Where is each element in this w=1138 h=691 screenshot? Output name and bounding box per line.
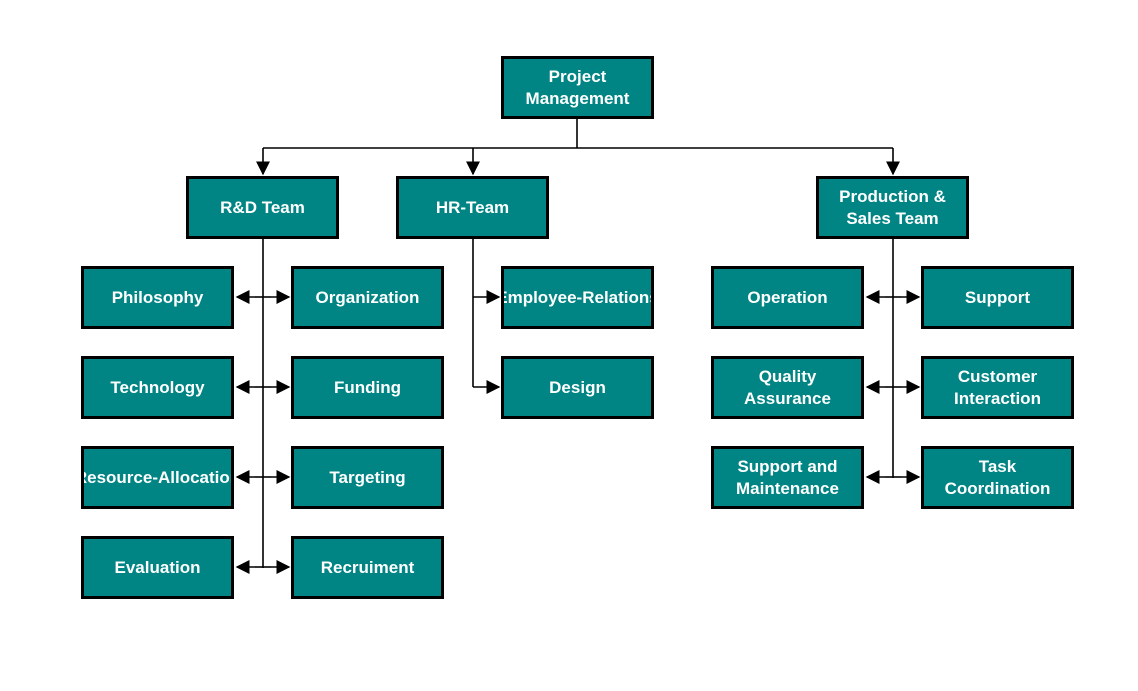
node-label: Philosophy [111,287,204,307]
node-label: Evaluation [114,557,201,577]
rd-connectors [235,239,291,574]
node-support: Support [921,266,1074,329]
node-rd-team: R&D Team [186,176,339,239]
node-label: Funding [333,377,402,397]
node-recruiment: Recruiment [291,536,444,599]
node-technology: Technology [81,356,234,419]
node-label: Support and Maintenance [736,456,839,498]
node-label: Employee-Relations [501,287,654,307]
node-label: Operation [747,287,828,307]
node-label: Support [964,287,1031,307]
node-label: Quality Assurance [744,366,831,408]
node-task-coordination: Task Coordination [921,446,1074,509]
node-label: Recruiment [320,557,415,577]
node-label: Targeting [329,467,406,487]
node-operation: Operation [711,266,864,329]
node-label: Resource-Allocation [81,467,234,487]
node-project-management: Project Management [501,56,654,119]
node-evaluation: Evaluation [81,536,234,599]
node-label: Design [549,377,606,397]
node-label: Technology [110,377,205,397]
node-hr-team: HR-Team [396,176,549,239]
node-quality-assurance: Quality Assurance [711,356,864,419]
node-funding: Funding [291,356,444,419]
node-label: Project Management [525,66,630,108]
node-targeting: Targeting [291,446,444,509]
node-label: Production & Sales Team [839,186,946,228]
node-label: HR-Team [435,197,510,217]
node-label: Task Coordination [944,456,1051,498]
node-organization: Organization [291,266,444,329]
node-resource-allocation: Resource-Allocation [81,446,234,509]
node-design: Design [501,356,654,419]
node-philosophy: Philosophy [81,266,234,329]
ps-connectors [865,239,921,484]
node-label: R&D Team [220,197,305,217]
node-label: Organization [315,287,420,307]
node-label: Customer Interaction [954,366,1041,408]
root-connectors [256,119,900,176]
node-support-and-maintenance: Support and Maintenance [711,446,864,509]
node-customer-interaction: Customer Interaction [921,356,1074,419]
hr-connectors [472,239,501,394]
node-production-sales-team: Production & Sales Team [816,176,969,239]
node-employee-relations: Employee-Relations [501,266,654,329]
